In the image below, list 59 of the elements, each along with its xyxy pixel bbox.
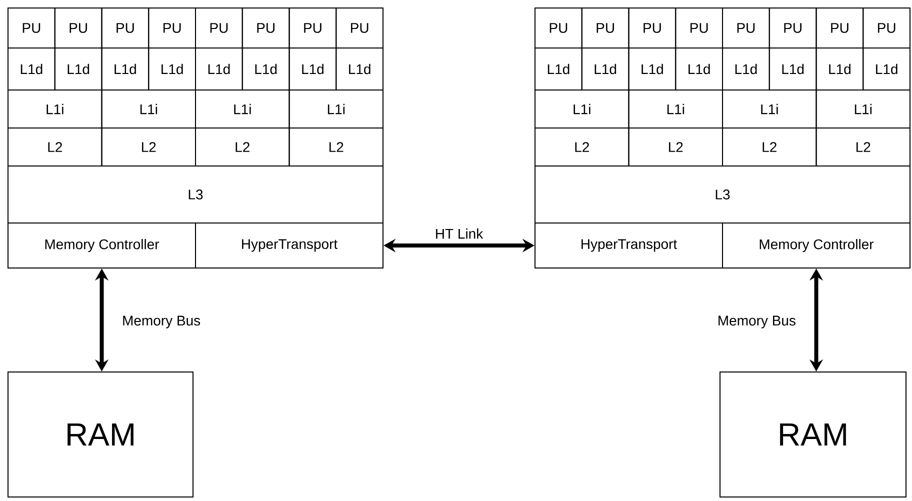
pu-cell: PU xyxy=(534,8,582,48)
pu-cell: PU xyxy=(768,8,817,48)
pu-cell: PU xyxy=(54,8,102,48)
edge-label: HT Link xyxy=(434,227,484,240)
cache-cell: L1d xyxy=(862,48,910,90)
pu-cell: PU xyxy=(148,8,196,48)
pu-cell: PU xyxy=(242,8,290,48)
ram-box: RAM xyxy=(720,372,906,498)
pu-cell: PU xyxy=(8,8,56,48)
cache-cell: L1d xyxy=(101,48,150,90)
cache-cell: L1d xyxy=(8,48,56,90)
cache-cell: L1d xyxy=(628,48,676,90)
cache-cell: L1d xyxy=(722,48,770,90)
controller-cell: Memory Controller xyxy=(8,222,196,268)
edge-label: Memory Bus xyxy=(120,314,202,330)
pu-cell: PU xyxy=(816,8,864,48)
cache-cell: L1d xyxy=(768,48,817,90)
cache-cell: L1i xyxy=(534,90,630,128)
cache-cell: L1d xyxy=(54,48,102,90)
pu-cell: PU xyxy=(581,8,630,48)
cache-cell: L2 xyxy=(8,128,102,166)
controller-cell: Memory Controller xyxy=(722,222,910,268)
cache-cell: L1i xyxy=(628,90,723,128)
cache-cell: L2 xyxy=(628,128,723,166)
cache-cell: L1d xyxy=(675,48,724,90)
pu-cell: PU xyxy=(195,8,243,48)
cache-cell: L1d xyxy=(148,48,196,90)
pu-cell: PU xyxy=(101,8,150,48)
cache-cell: L2 xyxy=(101,128,196,166)
cache-cell: L2 xyxy=(288,128,384,166)
cache-cell: L1i xyxy=(288,90,384,128)
cache-cell: L1d xyxy=(288,48,337,90)
cache-cell: L1i xyxy=(101,90,196,128)
cache-cell: L2 xyxy=(534,128,630,166)
cache-cell: L1d xyxy=(534,48,582,90)
cache-cell: L1i xyxy=(8,90,102,128)
cache-cell: L1d xyxy=(581,48,630,90)
edge-label: Memory Bus xyxy=(716,314,798,330)
cache-cell: L3 xyxy=(534,166,911,224)
pu-cell: PU xyxy=(336,8,384,48)
cache-cell: L2 xyxy=(195,128,290,166)
pu-cell: PU xyxy=(862,8,910,48)
ram-box: RAM xyxy=(8,372,194,498)
cache-cell: L2 xyxy=(722,128,817,166)
cache-cell: L2 xyxy=(816,128,910,166)
cache-cell: L1d xyxy=(195,48,243,90)
cache-cell: L3 xyxy=(8,166,384,224)
pu-cell: PU xyxy=(675,8,724,48)
cache-cell: L1d xyxy=(816,48,864,90)
cache-cell: L1i xyxy=(722,90,817,128)
cache-cell: L1i xyxy=(195,90,290,128)
controller-cell: HyperTransport xyxy=(534,222,723,268)
pu-cell: PU xyxy=(722,8,770,48)
cache-cell: L1d xyxy=(242,48,290,90)
cache-cell: L1i xyxy=(816,90,910,128)
pu-cell: PU xyxy=(628,8,676,48)
pu-cell: PU xyxy=(288,8,337,48)
controller-cell: HyperTransport xyxy=(195,222,384,268)
cache-cell: L1d xyxy=(336,48,384,90)
